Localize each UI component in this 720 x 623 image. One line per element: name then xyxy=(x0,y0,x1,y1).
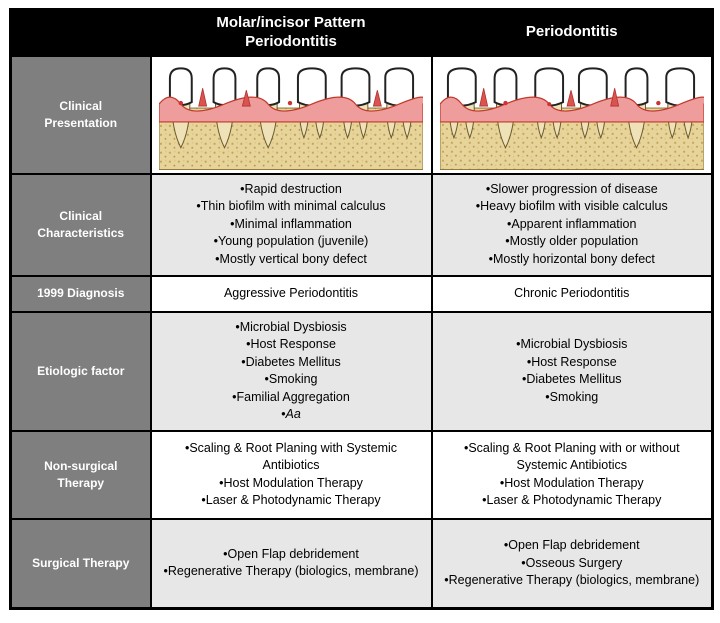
column-header-label: Molar/incisor Pattern Periodontitis xyxy=(216,14,366,50)
header-row: Molar/incisor Pattern Periodontitis Peri… xyxy=(9,8,714,57)
bullet-line: •Open Flap debridement xyxy=(503,538,640,552)
row-surgical-therapy: Surgical Therapy •Open Flap debridement•… xyxy=(9,517,714,610)
bullet-line: •Laser & Photodynamic Therapy xyxy=(482,493,662,507)
bullet-line: •Regenerative Therapy (biologics, membra… xyxy=(444,573,700,587)
bullet-list: •Slower progression of disease •Heavy bio… xyxy=(443,181,702,269)
bullet-line: •Open Flap debridement xyxy=(223,546,359,561)
cell-presentation-right xyxy=(430,54,714,175)
row-label-clinical-presentation: Clinical Presentation xyxy=(9,54,152,175)
column-header-periodontitis: Periodontitis xyxy=(430,8,714,57)
cell-diagnosis-right: Chronic Periodontitis xyxy=(430,274,714,313)
bullet-line: •Heavy biofilm with visible calculus xyxy=(475,199,668,214)
bullet-list: •Open Flap debridement •Osseous Surgery •R… xyxy=(443,537,702,590)
diagnosis-text: Chronic Periodontitis xyxy=(443,285,702,303)
bullet-line: •Rapid destruction xyxy=(240,181,342,196)
bullet-line: •Microbial Dysbiosis xyxy=(516,337,628,351)
bullet-line: Chronic Periodontitis xyxy=(514,285,630,300)
row-etiologic-factor: Etiologic factor •Microbial Dysbiosis •Ho… xyxy=(9,310,714,432)
bullet-line: •Osseous Surgery xyxy=(521,555,623,570)
cell-characteristics-left: •Rapid destruction •Thin biofilm with min… xyxy=(149,172,433,277)
bullet-line: •Young population (juvenile) xyxy=(213,234,369,249)
cell-etiologic-left: •Microbial Dysbiosis •Host Response •Diabe… xyxy=(149,310,433,432)
bullet-list: •Microbial Dysbiosis •Host Response •Diabe… xyxy=(443,336,702,406)
row-label-1999-diagnosis: 1999 Diagnosis xyxy=(9,274,152,313)
row-clinical-characteristics: Clinical Characteristics •Rapid destruct… xyxy=(9,172,714,277)
cell-surgical-left: •Open Flap debridement •Regenerative Ther… xyxy=(149,517,433,610)
row-non-surgical-therapy: Non-surgical Therapy •Scaling & Root Pla… xyxy=(9,429,714,520)
bullet-line: •Host Response xyxy=(526,354,617,369)
comparison-table: Molar/incisor Pattern Periodontitis Peri… xyxy=(9,8,714,610)
bullet-line: •Mostly older population xyxy=(505,234,639,249)
cell-nonsurgical-left: •Scaling & Root Planing with Systemic An… xyxy=(149,429,433,520)
cell-presentation-left xyxy=(149,54,433,175)
row-label-surgical-therapy: Surgical Therapy xyxy=(9,517,152,610)
bullet-line: •Minimal inflammation xyxy=(230,216,352,231)
cell-etiologic-right: •Microbial Dysbiosis •Host Response •Diabe… xyxy=(430,310,714,432)
cell-diagnosis-left: Aggressive Periodontitis xyxy=(149,274,433,313)
bullet-line: •Host Modulation Therapy xyxy=(499,475,644,490)
bullet-list: •Open Flap debridement •Regenerative Ther… xyxy=(162,546,421,581)
row-label-etiologic-factor: Etiologic factor xyxy=(9,310,152,432)
bullet-line: •Diabetes Mellitus xyxy=(241,354,341,369)
bullet-line: •Aa xyxy=(281,407,301,421)
bullet-line: •Smoking xyxy=(545,389,599,404)
bullet-list: •Rapid destruction •Thin biofilm with min… xyxy=(162,181,421,269)
bullet-line: •Scaling & Root Planing with Systemic An… xyxy=(184,440,398,473)
bullet-line: •Familial Aggregation xyxy=(232,389,350,404)
bullet-line: •Apparent inflammation xyxy=(507,216,637,231)
bullet-line: •Smoking xyxy=(264,372,318,386)
row-1999-diagnosis: 1999 Diagnosis Aggressive Periodontitis … xyxy=(9,274,714,313)
column-header-molar-incisor: Molar/incisor Pattern Periodontitis xyxy=(149,8,433,57)
bullet-list: •Scaling & Root Planing with or without … xyxy=(443,440,702,510)
bullet-line: •Microbial Dysbiosis xyxy=(235,319,347,334)
column-header-label: Periodontitis xyxy=(525,23,618,41)
row-label-clinical-characteristics: Clinical Characteristics xyxy=(9,172,152,277)
teeth-gum-bone-illustration-periodontitis xyxy=(439,66,704,170)
cell-characteristics-right: •Slower progression of disease •Heavy bio… xyxy=(430,172,714,277)
bullet-line: Aggressive Periodontitis xyxy=(223,285,359,300)
row-label-non-surgical-therapy: Non-surgical Therapy xyxy=(9,429,152,520)
teeth-gum-bone-illustration-molar-incisor xyxy=(159,66,423,170)
bullet-line: •Diabetes Mellitus xyxy=(521,372,622,386)
bullet-list: •Scaling & Root Planing with Systemic An… xyxy=(162,440,421,510)
bullet-line: •Host Modulation Therapy xyxy=(219,475,363,490)
cell-surgical-right: •Open Flap debridement •Osseous Surgery •R… xyxy=(430,517,714,610)
row-clinical-presentation: Clinical Presentation xyxy=(9,54,714,175)
corner-cell xyxy=(9,8,152,57)
bullet-line: •Host Response xyxy=(246,337,336,351)
bullet-line: •Scaling & Root Planing with or without … xyxy=(463,440,680,473)
cell-nonsurgical-right: •Scaling & Root Planing with or without … xyxy=(430,429,714,520)
diagnosis-text: Aggressive Periodontitis xyxy=(162,285,421,303)
bullet-line: •Laser & Photodynamic Therapy xyxy=(201,493,381,507)
bullet-line: •Regenerative Therapy (biologics, membra… xyxy=(163,564,419,579)
bullet-line: •Mostly vertical bony defect xyxy=(215,251,367,266)
bullet-line: •Slower progression of disease xyxy=(485,181,658,196)
bullet-line: •Thin biofilm with minimal calculus xyxy=(196,199,386,214)
bullet-line: •Mostly horizontal bony defect xyxy=(488,251,655,266)
bullet-list: •Microbial Dysbiosis •Host Response •Diabe… xyxy=(162,319,421,424)
